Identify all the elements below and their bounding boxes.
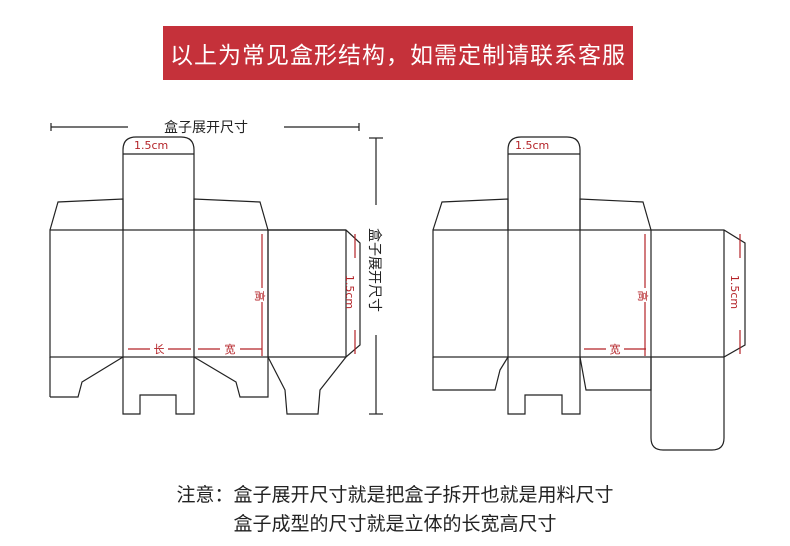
right-dieline: 1.5cm 宽 高 1.5cm <box>432 136 746 451</box>
banner-title: 以上为常见盒形结构，如需定制请联系客服 <box>170 43 626 69</box>
right-side-tab-label: 1.5cm <box>728 275 741 309</box>
left-width-label: 宽 <box>225 342 236 356</box>
left-bottom-flap-1 <box>50 356 124 398</box>
right-glue-flap <box>651 229 746 358</box>
length-label: 长 <box>154 343 165 356</box>
note-line-1: 注意：盒子展开尺寸就是把盒子拆开也就是用料尺寸 <box>176 484 614 506</box>
left-side-tab-label: 1.5cm <box>343 275 356 309</box>
left-dieline: 盒子展开尺寸 盒子展开尺寸 1.5cm 长 宽 <box>49 119 383 415</box>
right-bottom-panel <box>650 357 725 451</box>
right-width-label: 宽 <box>610 342 621 356</box>
right-tab-label: 1.5cm <box>515 139 549 152</box>
side-dimension-label: 盒子展开尺寸 <box>366 228 383 312</box>
left-main-panels <box>49 229 269 358</box>
left-top-flap <box>122 136 195 230</box>
right-bottom-lock <box>507 357 581 415</box>
note-line-2: 盒子成型的尺寸就是立体的长宽高尺寸 <box>233 513 557 535</box>
left-height-label: 高 <box>253 291 267 302</box>
left-bottom-flap-2 <box>193 356 269 398</box>
left-dust-flap-1 <box>49 198 124 231</box>
right-main-panels <box>432 229 652 358</box>
right-height-label: 高 <box>636 291 650 302</box>
right-dust-flap-1 <box>432 198 509 231</box>
right-dust-flap-2 <box>579 198 652 231</box>
left-bottom-lock <box>122 357 195 415</box>
left-tab-label: 1.5cm <box>134 139 168 152</box>
left-bottom-flap-3 <box>267 356 347 415</box>
left-dust-flap-2 <box>193 198 269 231</box>
right-bottom-flap-2 <box>579 356 652 391</box>
header-banner: 以上为常见盒形结构，如需定制请联系客服 <box>163 26 633 80</box>
right-bottom-flap-1 <box>432 356 509 391</box>
top-dimension-label: 盒子展开尺寸 <box>164 119 248 136</box>
right-top-flap <box>507 136 581 230</box>
